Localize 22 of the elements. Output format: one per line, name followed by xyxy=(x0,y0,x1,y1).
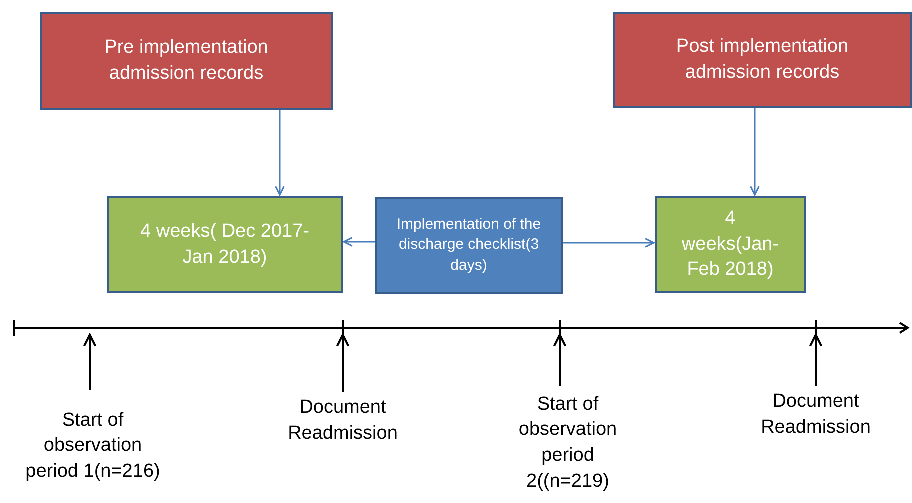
box-label: Pre implementation admission records xyxy=(104,36,270,86)
arrow xyxy=(750,108,760,196)
period-box xyxy=(655,196,806,293)
arrow xyxy=(343,237,375,247)
box-label: 4 weeks( Dec 2017-Jan 2018) xyxy=(140,220,310,270)
timeline-annotation: Document Readmission xyxy=(760,390,872,440)
box-label: Post implementation admission records xyxy=(675,35,850,85)
source-box xyxy=(40,12,333,110)
arrow xyxy=(275,110,285,196)
box-label: Implementation of the discharge checklist(3 days) xyxy=(396,215,542,276)
leader-arrow xyxy=(553,334,567,386)
timeline-annotation: Start of observation period 2((n=219) xyxy=(518,392,618,494)
leader-arrow xyxy=(336,334,350,392)
source-box xyxy=(613,12,912,108)
timeline-annotation: Start of observation period 1(n=216) xyxy=(25,408,161,484)
intervention-box xyxy=(375,197,563,294)
period-box xyxy=(107,196,343,293)
leader-arrow xyxy=(809,334,823,386)
box-label: 4 weeks(Jan-Feb 2018) xyxy=(681,207,780,282)
leader-arrow xyxy=(83,334,97,390)
arrow xyxy=(563,238,655,248)
timeline-annotation: Document Readmission xyxy=(287,396,399,446)
